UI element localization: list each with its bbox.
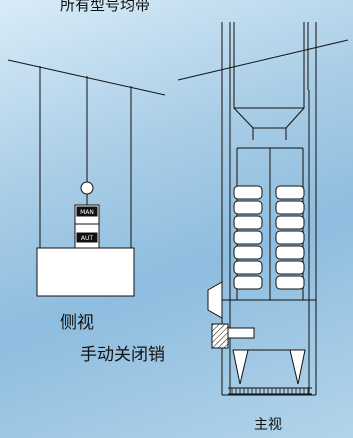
front-view-drawing xyxy=(177,22,349,395)
spring-coil-left xyxy=(233,185,263,290)
front-view-label: 主视 xyxy=(254,417,282,433)
side-view-label: 侧视 xyxy=(60,313,94,333)
man-text: MAN xyxy=(80,209,94,216)
spring-coil-right xyxy=(275,185,305,290)
top-caption: 所有型号均带 xyxy=(60,0,151,14)
aut-text: AUT xyxy=(81,235,93,242)
bottom-grill-ticks xyxy=(231,388,309,394)
manual-lock-label: 手动关闭销 xyxy=(80,345,165,365)
front-ceiling-line xyxy=(177,39,349,81)
side-view-drawing xyxy=(7,59,166,297)
side-housing-box xyxy=(36,247,135,297)
manual-lock-pin xyxy=(211,323,229,349)
lock-knob xyxy=(80,181,94,195)
front-lower-mechanism xyxy=(207,281,316,396)
